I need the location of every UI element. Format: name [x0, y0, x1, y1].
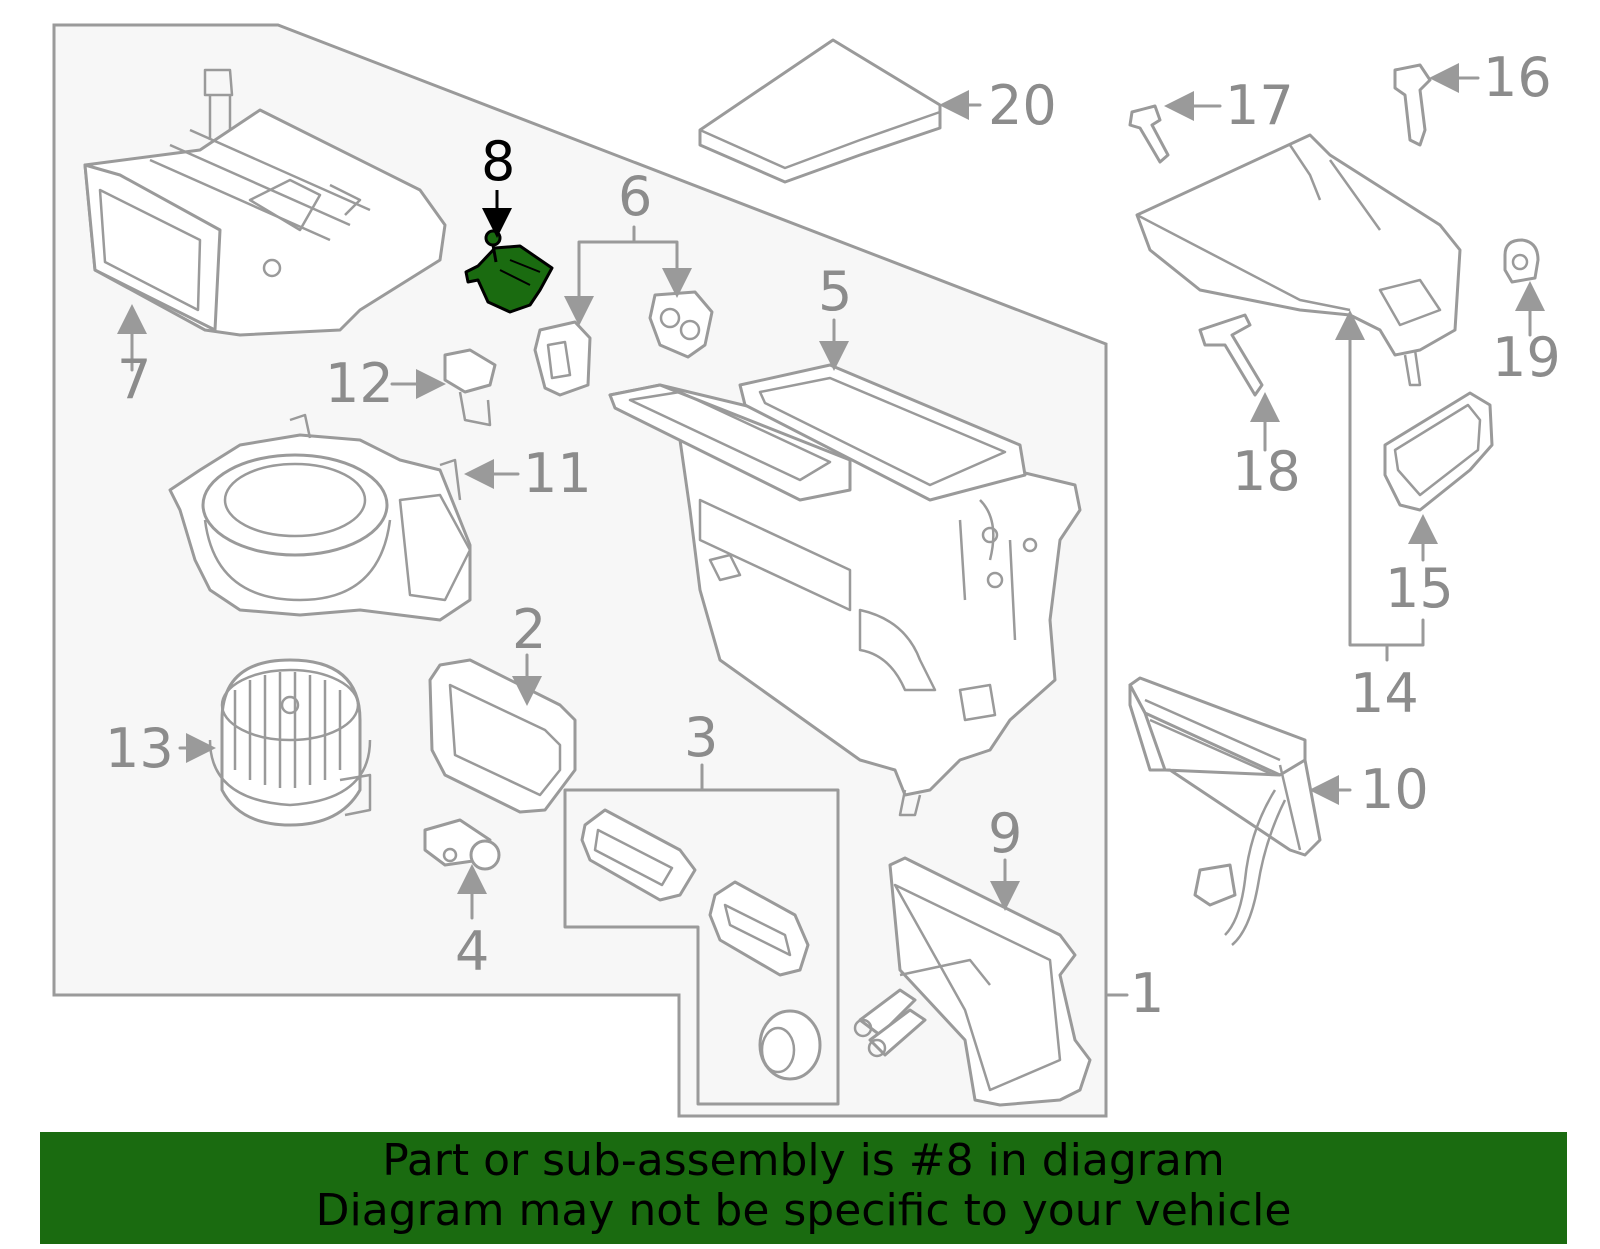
banner-line-2: Diagram may not be specific to your vehi…	[315, 1185, 1292, 1236]
callout-labels: 1 2 3 4 5 6 7 8 9 10 11 12 13 14 15 16 1…	[105, 46, 1561, 1025]
callout-19: 19	[1492, 326, 1561, 389]
callout-20: 20	[988, 74, 1057, 137]
callout-15: 15	[1385, 557, 1454, 620]
callout-11: 11	[523, 442, 592, 505]
part-17-clip[interactable]	[1128, 104, 1170, 164]
part-14-duct[interactable]	[1135, 133, 1462, 387]
callout-13: 13	[105, 717, 174, 780]
part-4-sensor[interactable]	[423, 818, 501, 871]
callout-12: 12	[325, 352, 394, 415]
callout-14: 14	[1350, 662, 1419, 725]
callout-6: 6	[618, 165, 652, 228]
part-16-clip[interactable]	[1393, 63, 1432, 147]
part-7-air-inlet-housing[interactable]	[83, 68, 447, 337]
callout-5: 5	[818, 260, 852, 323]
part-9-evaporator[interactable]	[853, 856, 1092, 1107]
part-19-grommet[interactable]	[1503, 238, 1540, 284]
part-10-heater-core[interactable]	[1128, 676, 1322, 946]
part-15-seal[interactable]	[1383, 391, 1494, 512]
callout-16: 16	[1483, 46, 1552, 109]
part-11-blower-housing[interactable]	[168, 413, 472, 622]
leader-lines	[117, 63, 1545, 997]
part-6-actuators[interactable]	[533, 290, 714, 397]
callout-8-highlighted: 8	[481, 130, 515, 193]
callout-3: 3	[684, 706, 718, 769]
callout-9: 9	[988, 802, 1022, 865]
banner-line-1: Part or sub-assembly is #8 in diagram	[382, 1135, 1225, 1186]
callout-17: 17	[1225, 74, 1294, 137]
callout-2: 2	[512, 598, 546, 661]
callout-4: 4	[455, 920, 489, 983]
part-5-hvac-case[interactable]	[608, 363, 1082, 817]
info-banner: Part or sub-assembly is #8 in diagram Di…	[40, 1132, 1567, 1244]
callout-7: 7	[117, 348, 151, 411]
part-13-blower-motor[interactable]	[208, 658, 372, 827]
part-18-push-pin[interactable]	[1198, 313, 1264, 397]
part-3-seal-set[interactable]	[563, 788, 840, 1106]
callout-10: 10	[1360, 758, 1429, 821]
part-20-filter-cover[interactable]	[698, 38, 942, 184]
callout-1: 1	[1130, 962, 1164, 1025]
callout-18: 18	[1232, 440, 1301, 503]
